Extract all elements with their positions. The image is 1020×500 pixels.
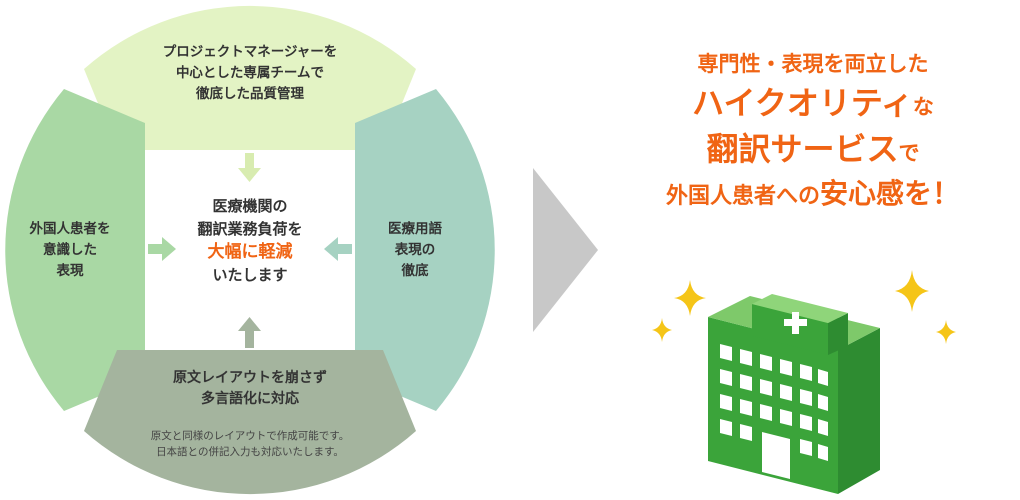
top-text-line: プロジェクトマネージャーを: [162, 44, 338, 60]
top-segment-text: プロジェクトマネージャーを 中心とした専属チームで 徹底した品質管理: [110, 42, 390, 105]
bottom-note-line: 日本語との併記入力も対応いたします。: [156, 446, 344, 458]
top-text-line: 徹底した品質管理: [196, 86, 304, 102]
headline-line-4-big: 安心感を！: [820, 177, 961, 210]
left-segment-text: 外国人患者を 意識した 表現: [10, 219, 130, 282]
headline-line-2-big: ハイクオリティ: [692, 84, 913, 122]
left-segment: [5, 89, 146, 411]
right-text-line: 徹底: [401, 263, 429, 279]
sparkle-icon: [652, 270, 956, 344]
right-text-line: 表現の: [394, 242, 436, 258]
bottom-segment-note: 原文と同様のレイアウトで作成可能です。 日本語との併記入力も対応いたします。: [110, 428, 390, 460]
left-text-line: 外国人患者を: [29, 221, 111, 237]
bottom-segment-text: 原文レイアウトを崩さず 多言語化に対応: [115, 368, 385, 410]
bottom-text-line: 多言語化に対応: [201, 391, 299, 407]
chevron-right-icon: [533, 168, 598, 332]
right-arrow-icon: [148, 237, 176, 261]
center-line: いたします: [212, 266, 288, 284]
headline-line-3: 翻訳サービスで: [608, 128, 1018, 174]
bottom-text-line: 原文レイアウトを崩さず: [173, 370, 327, 386]
headline-line-3-big: 翻訳サービス: [706, 130, 899, 168]
headline-line-1: 専門性・表現を両立した: [697, 52, 929, 76]
top-text-line: 中心とした専属チームで: [175, 65, 325, 81]
left-text-line: 意識した: [43, 242, 97, 258]
left-text-line: 表現: [56, 263, 84, 279]
headline-line-2-small: な: [912, 95, 934, 119]
top-segment: [84, 5, 416, 151]
center-message: 医療機関の 翻訳業務負荷を 大幅に軽減 いたします: [160, 195, 340, 287]
up-arrow-icon: [238, 317, 261, 348]
headline-line-3-small: で: [898, 141, 920, 165]
center-line: 翻訳業務負荷を: [197, 220, 303, 238]
hospital-building-icon: [708, 294, 880, 494]
down-arrow-icon: [238, 153, 261, 182]
headline: 専門性・表現を両立した ハイクオリティな 翻訳サービスで 外国人患者への安心感を…: [608, 46, 1018, 217]
headline-line-4: 外国人患者への安心感を！: [608, 174, 1018, 217]
center-line: 医療機関の: [212, 197, 288, 215]
headline-line-4-small: 外国人患者への: [665, 184, 820, 209]
headline-line-2: ハイクオリティな: [608, 82, 1018, 128]
left-arrow-icon: [324, 237, 352, 261]
right-text-line: 医療用語: [388, 221, 442, 237]
bottom-segment: [84, 350, 416, 495]
bottom-note-line: 原文と同様のレイアウトで作成可能です。: [150, 430, 350, 442]
center-accent: 大幅に軽減: [207, 242, 293, 262]
right-segment: [355, 89, 495, 411]
right-segment-text: 医療用語 表現の 徹底: [355, 219, 475, 282]
